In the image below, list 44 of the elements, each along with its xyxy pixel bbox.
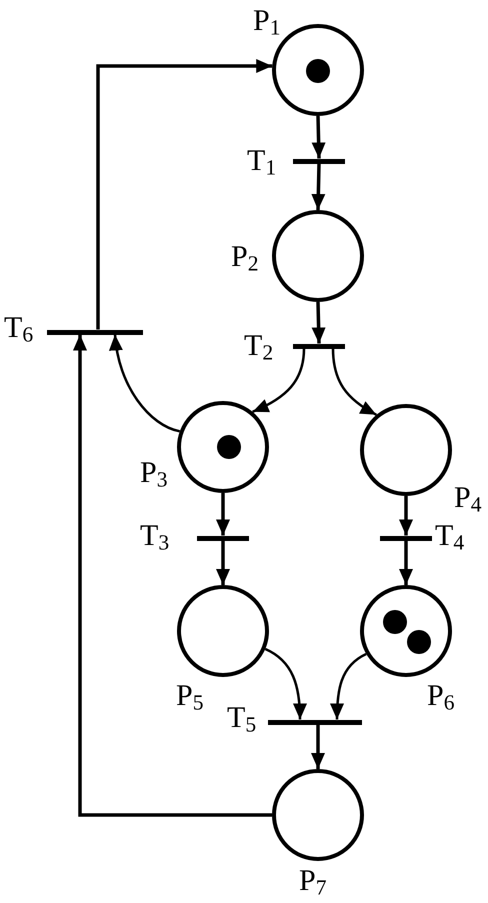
arrow — [332, 348, 377, 416]
transition-label: T$_{1}$ — [247, 146, 276, 176]
transition-label: T$_{6}$ — [4, 313, 34, 343]
place-circle — [272, 769, 364, 861]
place-label: P$_{6}$ — [427, 681, 454, 711]
transition-bar — [268, 720, 362, 724]
arrow — [252, 348, 306, 413]
arrow — [264, 648, 307, 720]
transition-bar — [197, 536, 249, 540]
place-circle — [177, 401, 269, 493]
transition-bar — [380, 536, 432, 540]
place-label: P$_{2}$ — [231, 242, 258, 272]
transition-bar — [293, 344, 345, 348]
place-circle — [177, 585, 269, 677]
place-circle — [360, 585, 452, 677]
transition-label: T$_{4}$ — [435, 521, 464, 551]
place-label: P$_{7}$ — [299, 866, 326, 896]
arrow — [216, 493, 230, 536]
arrow — [110, 334, 180, 432]
place-label: P$_{1}$ — [253, 6, 280, 36]
place-label: P$_{5}$ — [176, 681, 204, 711]
arrow — [311, 163, 326, 210]
transition-bar — [47, 330, 143, 334]
arrow — [312, 302, 326, 344]
transition-label: T$_{5}$ — [227, 703, 256, 733]
arrow — [399, 496, 413, 536]
arrow — [399, 540, 413, 585]
arrow — [311, 724, 325, 769]
arrow — [330, 652, 367, 720]
place-label: P$_{4}$ — [454, 483, 482, 513]
token-dot — [407, 630, 431, 654]
transition-label: T$_{2}$ — [244, 331, 274, 361]
token-dot — [306, 59, 330, 83]
token-dot — [383, 610, 407, 634]
place-circle — [272, 210, 364, 302]
place-circle — [360, 404, 452, 496]
arrow — [96, 59, 272, 330]
arrow — [312, 116, 326, 159]
transition-label: T$_{3}$ — [140, 521, 170, 551]
arrow — [216, 540, 230, 585]
transition-bar — [293, 158, 345, 164]
token-dot — [217, 435, 241, 459]
place-label: P$_{3}$ — [140, 458, 168, 488]
arrow — [73, 334, 272, 817]
